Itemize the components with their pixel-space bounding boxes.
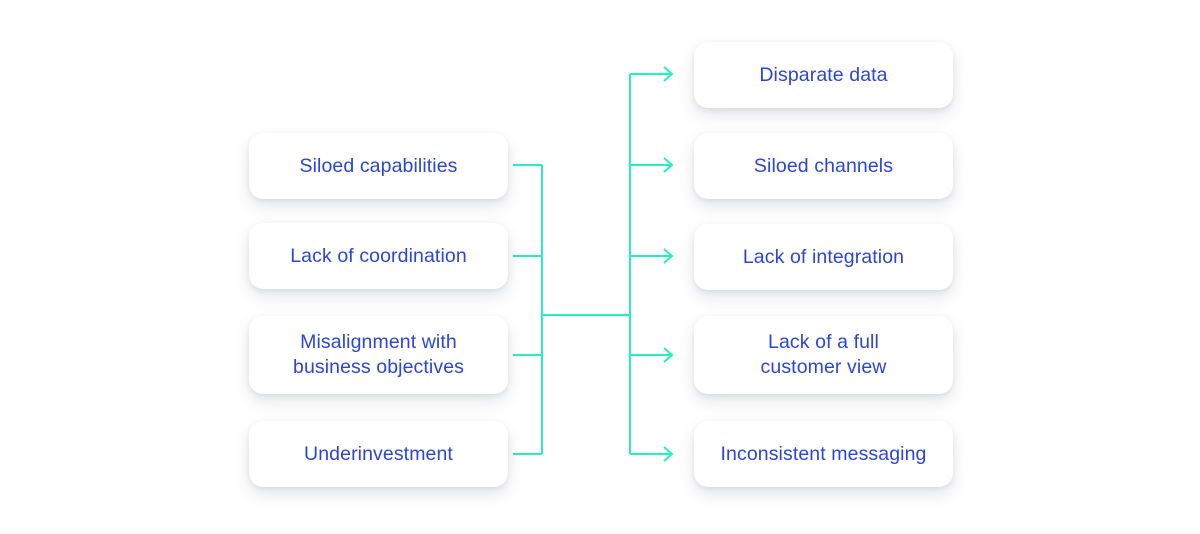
node-siloed-capabilities[interactable]: Siloed capabilities <box>249 133 508 199</box>
node-label: Disparate data <box>759 63 888 86</box>
node-label: Lack of coordination <box>290 244 467 267</box>
node-lack-of-a-full-customer-view[interactable]: Lack of a full customer view <box>694 316 953 394</box>
node-inconsistent-messaging[interactable]: Inconsistent messaging <box>694 421 953 487</box>
node-lack-of-coordination[interactable]: Lack of coordination <box>249 223 508 289</box>
arrow-head-siloed-channels <box>663 157 674 173</box>
node-siloed-channels[interactable]: Siloed channels <box>694 133 953 199</box>
node-label: Misalignment with business objectives <box>293 331 464 378</box>
arrow-head-lack-of-integration <box>663 248 674 264</box>
node-underinvestment[interactable]: Underinvestment <box>249 421 508 487</box>
node-label: Siloed capabilities <box>299 154 458 177</box>
node-label: Inconsistent messaging <box>720 442 927 465</box>
node-misalignment-with-business-objectives[interactable]: Misalignment with business objectives <box>249 316 508 394</box>
node-disparate-data[interactable]: Disparate data <box>694 42 953 108</box>
node-label: Underinvestment <box>304 442 453 465</box>
node-label: Lack of a full customer view <box>760 331 887 378</box>
node-lack-of-integration[interactable]: Lack of integration <box>694 224 953 290</box>
node-label: Lack of integration <box>742 245 905 268</box>
arrow-head-disparate-data <box>663 66 674 82</box>
arrow-head-inconsistent-messaging <box>663 446 674 462</box>
arrow-head-lack-of-a-full-customer-view <box>663 347 674 363</box>
node-label: Siloed channels <box>753 154 894 177</box>
